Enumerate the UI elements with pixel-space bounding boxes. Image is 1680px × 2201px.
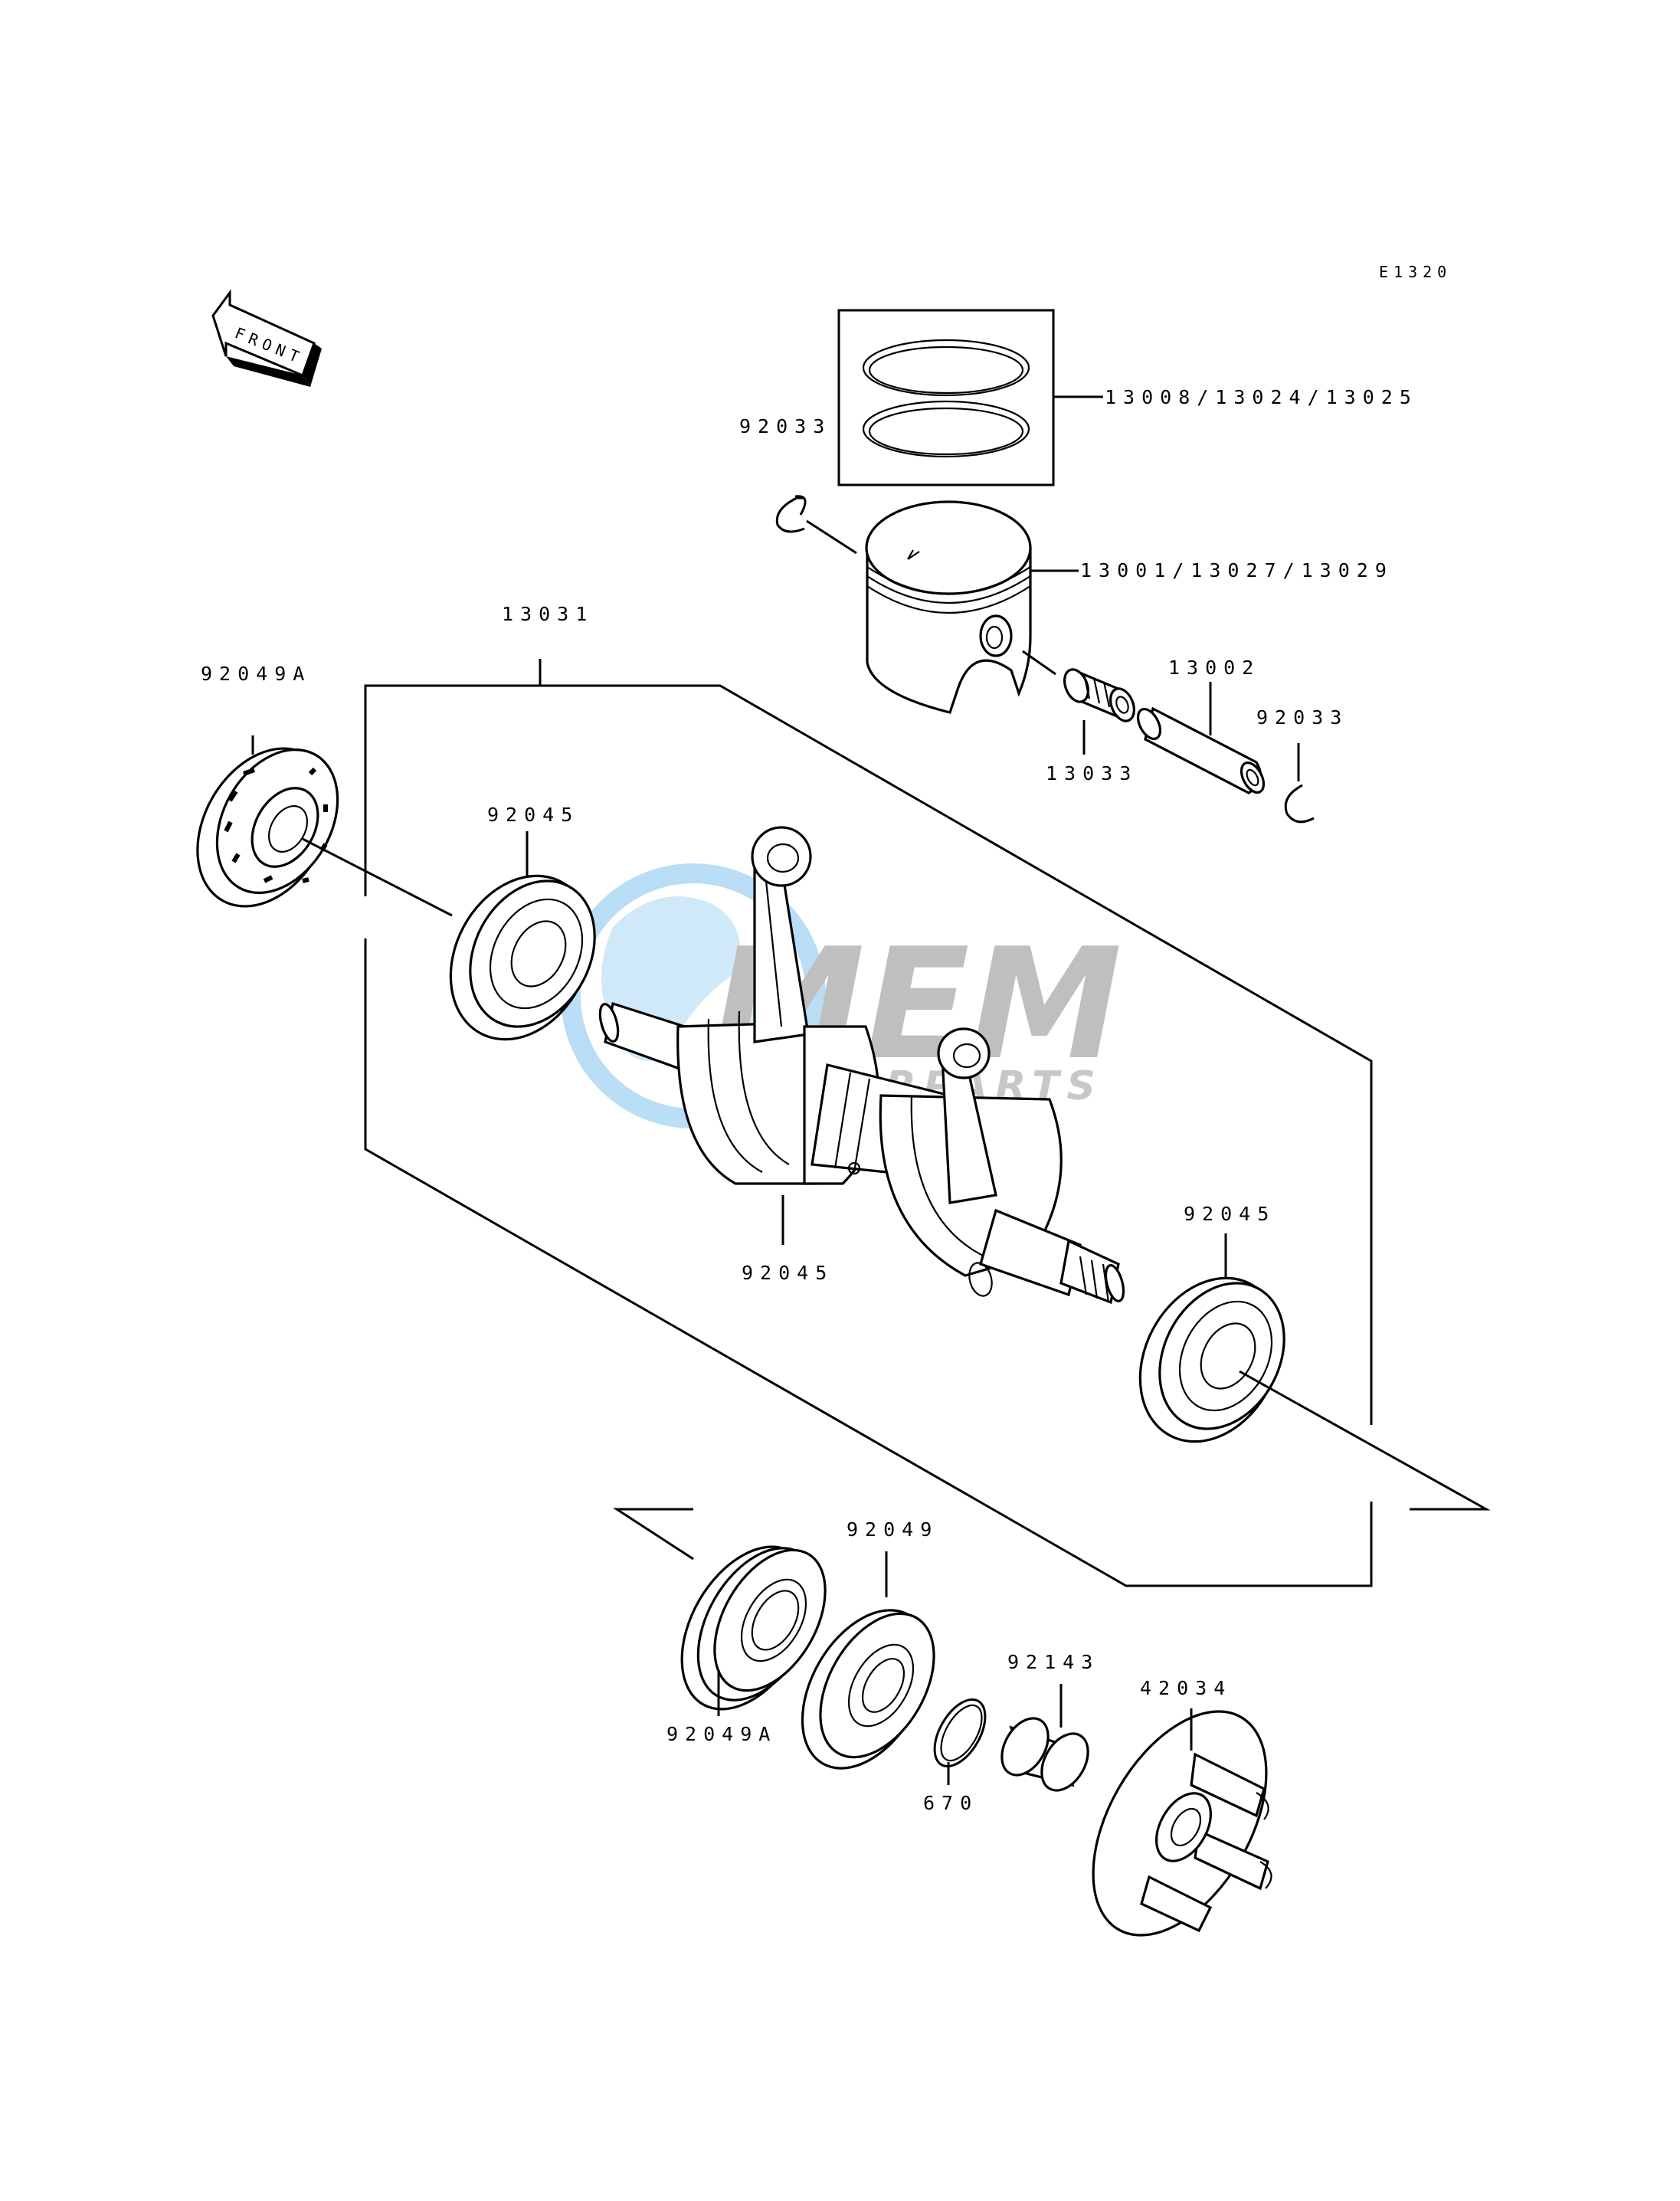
piston-rings-group: 13008/13024/13025 bbox=[837, 309, 1418, 486]
clip-left-group: 92033 bbox=[739, 415, 857, 555]
piston-pin-boss bbox=[979, 614, 1013, 657]
label-clip-left: 92033 bbox=[739, 415, 831, 437]
label-oil-seal: 92049 bbox=[847, 1518, 938, 1541]
piston-arrow-mark bbox=[907, 549, 920, 560]
crank-web-1 bbox=[676, 1021, 823, 1185]
piston-rings-frame bbox=[837, 309, 1055, 486]
leader-piston-clip bbox=[1022, 650, 1056, 676]
piston-pin-group: 13002 bbox=[1136, 657, 1266, 794]
crankshaft-group: 92045 bbox=[598, 826, 1125, 1305]
label-piston: 13001/13027/13029 bbox=[1080, 559, 1393, 581]
o-ring-group: 670 bbox=[923, 1698, 987, 1814]
collar-group: 92143 bbox=[1000, 1651, 1099, 1792]
clip-left-icon bbox=[775, 496, 805, 533]
label-crankshaft: 13031 bbox=[502, 603, 594, 625]
bearing-right-group: 92045 bbox=[1138, 1203, 1491, 1511]
label-clip-right: 92033 bbox=[1256, 706, 1348, 729]
label-needle-bearing: 13033 bbox=[1046, 762, 1138, 784]
leader-clip-left bbox=[806, 519, 857, 555]
conrod-left-small-end bbox=[751, 826, 812, 887]
ring-bottom-inner bbox=[868, 407, 1024, 456]
ring-top-inner bbox=[868, 346, 1024, 395]
coupling-group: 42034 bbox=[1092, 1677, 1272, 1937]
oil-seal-top-group: 92049A bbox=[196, 663, 453, 917]
label-oil-seal-bottom: 92049A bbox=[666, 1723, 777, 1745]
bearing-left-group: 92045 bbox=[449, 804, 596, 1041]
leader-bearing-right-continue bbox=[1239, 1370, 1491, 1511]
oil-seal-92049-group: 92049 bbox=[801, 1518, 938, 1770]
label-coupling: 42034 bbox=[1140, 1677, 1232, 1699]
label-o-ring: 670 bbox=[923, 1792, 978, 1814]
label-bearing-center: 92045 bbox=[742, 1262, 833, 1284]
diagram-code: E1320 bbox=[1379, 263, 1452, 281]
label-bearing-right: 92045 bbox=[1184, 1203, 1276, 1225]
o-ring-icon bbox=[933, 1698, 987, 1768]
oil-seal-bottom-group: 92049A bbox=[666, 1545, 827, 1745]
coupling-jaw-3 bbox=[1140, 1875, 1213, 1933]
crank-right-shaft bbox=[979, 1208, 1082, 1297]
front-arrow-icon: FRONT bbox=[211, 289, 322, 387]
coupling-jaw-1 bbox=[1190, 1752, 1266, 1818]
conrod-right-small-end bbox=[937, 1027, 991, 1079]
clip-right-icon bbox=[1284, 784, 1315, 824]
lower-leader bbox=[612, 1508, 694, 1561]
clip-right-group: 92033 bbox=[1256, 706, 1348, 824]
label-bearing-left: 92045 bbox=[487, 804, 579, 826]
label-oil-seal-top: 92049A bbox=[201, 663, 311, 685]
ring-top-outer bbox=[862, 339, 1030, 397]
needle-bearing-group: 13033 bbox=[1046, 668, 1138, 784]
label-piston-pin: 13002 bbox=[1168, 657, 1260, 679]
piston-group: 13001/13027/13029 bbox=[865, 500, 1393, 714]
leader-seal-to-bearing bbox=[302, 837, 453, 917]
crankshaft-assembly-frame: 13031 bbox=[364, 603, 1373, 1587]
ring-bottom-outer bbox=[862, 400, 1030, 458]
label-piston-rings: 13008/13024/13025 bbox=[1105, 386, 1418, 408]
label-collar: 92143 bbox=[1007, 1651, 1099, 1673]
